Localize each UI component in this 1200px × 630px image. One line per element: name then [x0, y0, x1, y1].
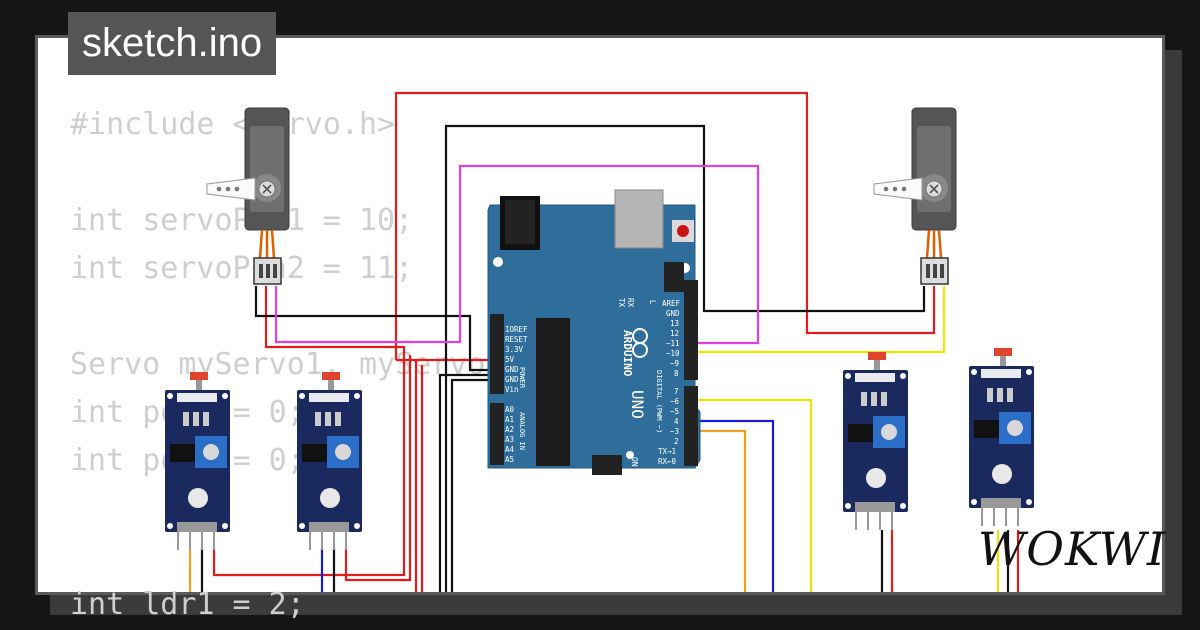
- analog-pin-label: A0: [505, 405, 515, 414]
- digital-pin-label: RX←0: [658, 457, 677, 466]
- wire-yellow: [690, 286, 946, 354]
- power-section-label: POWER: [518, 367, 526, 389]
- board-name-label: ARDUINO: [621, 330, 634, 377]
- wire-black: [450, 378, 500, 592]
- wire-magenta: [274, 164, 760, 345]
- digital-section-label: DIGITAL (PWM ~): [655, 370, 663, 433]
- ldr-sensor-module-icon: [165, 372, 230, 550]
- digital-pin-label: ~3: [670, 427, 679, 436]
- analog-section-label: ANALOG IN: [518, 412, 526, 450]
- servo-motor-icon: [206, 107, 290, 285]
- on-led-label: ON: [630, 457, 639, 467]
- wire-black: [254, 286, 500, 372]
- servo-motor-icon: [873, 107, 957, 285]
- digital-pin-label: ~11: [666, 339, 680, 348]
- digital-pin-label: GND: [666, 309, 680, 318]
- digital-pin-label: ~10: [666, 349, 680, 358]
- analog-pin-label: A5: [505, 455, 514, 464]
- digital-pin-label: 13: [670, 319, 679, 328]
- digital-pin-label: 7: [674, 387, 679, 396]
- power-pin-label: 3.3V: [505, 345, 524, 354]
- code-line: Servo myServo1, myServo2;: [70, 347, 522, 382]
- wire-black: [438, 373, 500, 592]
- ldr-sensor-module-icon: [843, 352, 908, 530]
- analog-pin-label: A2: [505, 425, 514, 434]
- power-pin-label: RESET: [505, 335, 528, 344]
- wire-orange: [690, 429, 747, 592]
- power-pin-label: Vin: [505, 385, 519, 394]
- wokwi-logo-icon: WOKWI: [978, 522, 1167, 576]
- board-model-label: UNO: [628, 390, 647, 419]
- ldr-sensor-module-icon: [297, 372, 362, 550]
- wire-red: [344, 355, 412, 582]
- led-label: RX: [626, 298, 635, 308]
- ldr-sensor-module-icon: [969, 348, 1034, 526]
- power-pin-label: GND: [505, 365, 519, 374]
- analog-pin-label: A3: [505, 435, 514, 444]
- digital-pin-label: ~9: [670, 359, 679, 368]
- led-label: TX: [617, 298, 626, 308]
- wire-red: [212, 286, 406, 577]
- wire-yellow: [690, 398, 813, 592]
- power-pin-label: IOREF: [505, 325, 528, 334]
- code-line: int ldr1 = 2;: [70, 587, 305, 622]
- analog-pin-label: A4: [505, 445, 515, 454]
- power-pin-label: GND: [505, 375, 519, 384]
- digital-pin-label: TX→1: [658, 447, 676, 456]
- digital-pin-label: ~6: [670, 397, 680, 406]
- arduino-uno-board-icon: IOREF RESET 3.3V 5V GND GND Vin A0 A1 A2…: [487, 189, 701, 475]
- filename-tab[interactable]: sketch.ino: [68, 12, 277, 75]
- power-pin-label: 5V: [505, 355, 515, 364]
- code-line: int servoPin1 = 10;: [70, 203, 414, 238]
- analog-pin-label: A1: [505, 415, 514, 424]
- arduino-infinity-logo: [632, 328, 648, 358]
- digital-pin-label: AREF: [662, 299, 681, 308]
- digital-pin-label: 12: [670, 329, 679, 338]
- led-label: L: [648, 300, 657, 305]
- digital-pin-label: 2: [674, 437, 679, 446]
- wire-black: [444, 124, 926, 592]
- digital-pin-label: 8: [674, 369, 679, 378]
- digital-pin-label: ~5: [670, 407, 679, 416]
- wire-red: [394, 91, 936, 360]
- wire-blue: [690, 419, 775, 592]
- digital-pin-label: 4: [674, 417, 679, 426]
